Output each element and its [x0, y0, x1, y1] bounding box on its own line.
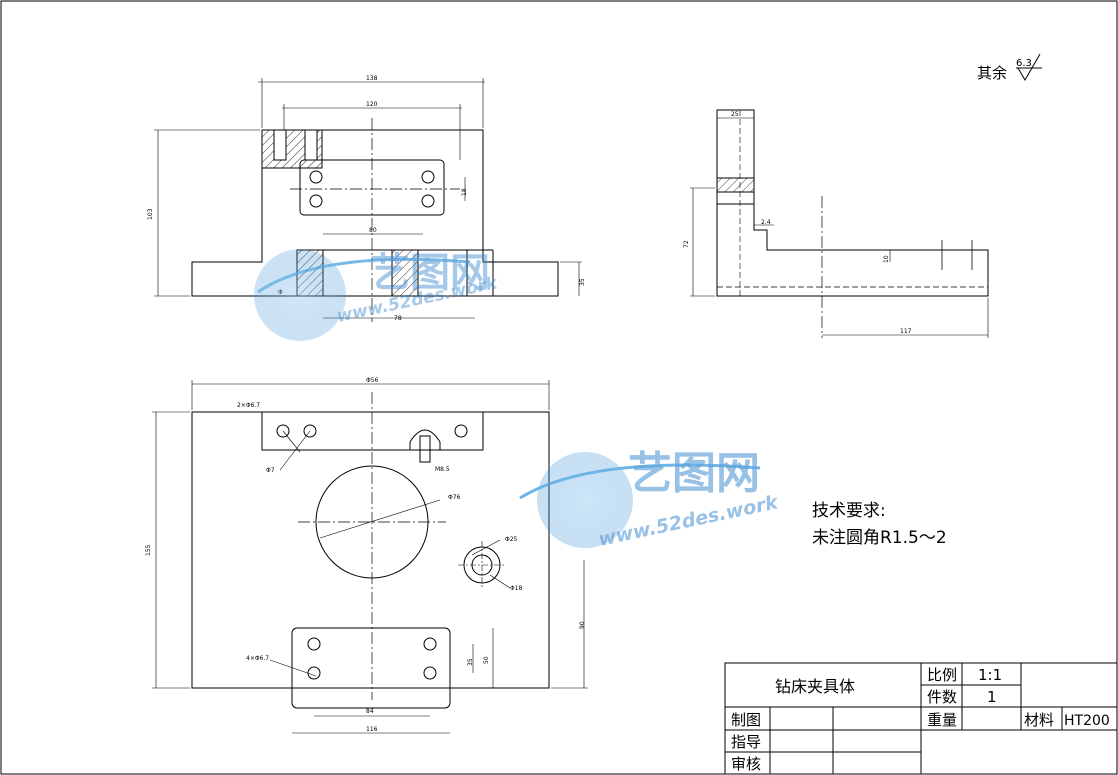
top-view	[152, 380, 588, 734]
dim-top-right-height: 90	[579, 621, 586, 629]
weight-label: 重量	[927, 711, 957, 729]
dim-front-inner-width: 120	[366, 101, 378, 108]
dim-front-base-height: 35	[579, 278, 586, 286]
dim-top-holes-bottom: 4×Φ6.7	[246, 655, 269, 662]
scale-value: 1:1	[978, 666, 1002, 684]
dim-front-bottom-span: 78	[394, 315, 402, 322]
title-block-text: 钻床夹具体 比例 1:1 件数 1 制图 重量 材料 HT200 指导 审核	[731, 666, 1110, 773]
roughness-symbol-icon	[1016, 53, 1042, 81]
dim-top-bottom-width: 116	[366, 726, 378, 733]
dim-top-phi7: Φ7	[266, 467, 275, 474]
watermark-top: 艺图网 www.52des.work	[254, 249, 501, 341]
dim-side-step: 2.4	[761, 219, 771, 226]
review-label: 审核	[731, 755, 761, 773]
dim-top-slot: M8.5	[435, 466, 450, 473]
part-name: 钻床夹具体	[775, 677, 855, 696]
dim-side-height: 72	[683, 240, 690, 248]
dim-side-step2: 10	[883, 255, 890, 263]
tech-requirements-line1: 未注圆角R1.5～2	[812, 528, 947, 548]
watermark-middle-cn: 艺图网	[628, 448, 760, 499]
dim-top-inner-h2: 50	[483, 656, 490, 664]
dim-front-hole-span: 18	[461, 188, 468, 196]
dim-side-top-width: 25	[731, 111, 739, 118]
front-view	[154, 78, 582, 322]
tech-requirements-heading: 技术要求:	[812, 501, 886, 521]
front-view-dims: 138 120 103 18 80 78 35 Φ	[147, 75, 586, 322]
top-view-dims: Φ56 2×Φ6.7 Φ7 M8.5 Φ76 Φ25 Φ18 4×Φ6.7 84…	[145, 377, 586, 733]
dim-side-length: 117	[900, 328, 912, 335]
dim-front-height: 103	[147, 208, 154, 220]
dim-top-overall-width: Φ56	[366, 377, 379, 384]
dim-top-small-hole: Φ25	[505, 536, 518, 543]
dim-front-center-span: 80	[369, 227, 377, 234]
scale-label: 比例	[927, 666, 957, 684]
dim-top-holes-top: 2×Φ6.7	[237, 402, 260, 409]
surface-finish-prefix: 其余	[977, 64, 1007, 82]
dim-top-big-hole: Φ76	[448, 494, 461, 501]
dim-top-small-hole2: Φ18	[510, 585, 523, 592]
side-view	[690, 109, 989, 338]
material-value: HT200	[1064, 713, 1110, 729]
qty-value: 1	[987, 688, 997, 706]
guide-label: 指导	[731, 733, 761, 751]
dim-front-overall-width: 138	[366, 75, 378, 82]
watermark-middle: 艺图网 www.52des.work	[519, 448, 781, 551]
material-label: 材料	[1024, 711, 1054, 729]
dim-top-bottom-span: 84	[366, 708, 374, 715]
dim-top-overall-height: 155	[145, 544, 152, 556]
watermark-top-cn: 艺图网	[370, 250, 490, 296]
surface-finish-value: 6.3	[1016, 58, 1032, 69]
qty-label: 件数	[927, 688, 957, 706]
dim-top-inner-h1: 35	[467, 658, 474, 666]
side-view-dims: 25 72 2.4 10 117	[683, 111, 912, 335]
drawn-label: 制图	[731, 711, 761, 729]
title-block	[724, 662, 1118, 775]
